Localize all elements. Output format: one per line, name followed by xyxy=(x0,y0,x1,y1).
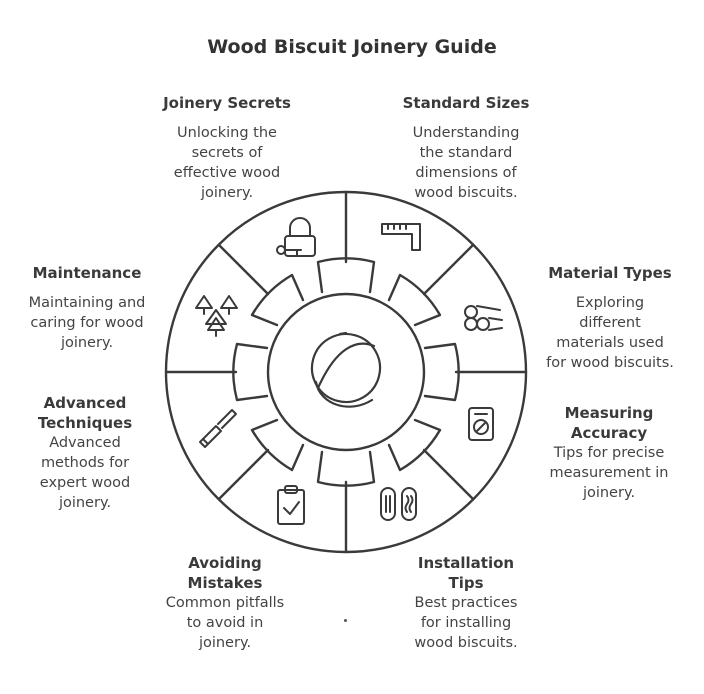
section-standard-sizes: Standard Sizes Understanding the standar… xyxy=(386,93,546,203)
spoke xyxy=(217,448,270,501)
section-description-line: wood biscuits. xyxy=(414,635,518,651)
section-material-types: Material Types Exploring different mater… xyxy=(530,263,690,373)
section-description-line: methods for xyxy=(40,455,130,471)
section-description-line: joinery. xyxy=(582,485,636,501)
ruler-icon xyxy=(381,223,421,251)
chisel-icon xyxy=(199,409,237,448)
section-heading: Material Types xyxy=(548,264,672,282)
section-joinery-secrets: Joinery Secrets Unlocking the secrets of… xyxy=(146,93,308,203)
section-installation-tips: Installation Tips Best practices for ins… xyxy=(396,553,536,653)
tab-connector xyxy=(232,342,269,402)
wood-biscuit-icon xyxy=(310,331,382,408)
spoke xyxy=(422,448,475,501)
key-lock-icon xyxy=(276,217,316,257)
tab-connector xyxy=(423,342,460,402)
stray-dot xyxy=(344,619,347,622)
section-description-line: different xyxy=(579,315,641,331)
section-measuring-accuracy: Measuring Accuracy Tips for precise meas… xyxy=(533,403,685,503)
section-description-line: Maintaining and xyxy=(28,295,146,311)
section-heading: Advanced Techniques xyxy=(37,394,133,432)
section-description-line: to avoid in xyxy=(186,615,264,631)
section-description-line: joinery. xyxy=(58,495,112,511)
section-heading: Avoiding Mistakes xyxy=(187,554,263,592)
section-description-line: dimensions of xyxy=(415,165,517,181)
section-description-line: Tips for precise xyxy=(553,445,665,461)
tab-connector xyxy=(387,273,442,327)
clipboard-check-icon xyxy=(277,485,305,525)
section-heading: Installation Tips xyxy=(417,554,515,592)
section-description-line: Common pitfalls xyxy=(165,595,285,611)
tab-connector xyxy=(250,273,305,327)
section-description-line: joinery. xyxy=(198,635,252,651)
section-description-line: for installing xyxy=(420,615,512,631)
section-advanced-techniques: Advanced Techniques Advanced methods for… xyxy=(18,393,152,513)
section-description-line: expert wood xyxy=(39,475,131,491)
section-description-line: the standard xyxy=(419,145,513,161)
tab-connector xyxy=(387,418,442,472)
measuring-device-icon xyxy=(468,407,494,441)
section-description-line: Unlocking the xyxy=(177,125,277,141)
section-description-line: Understanding xyxy=(412,125,520,141)
section-maintenance: Maintenance Maintaining and caring for w… xyxy=(10,263,164,353)
section-description-line: effective wood xyxy=(173,165,281,181)
logs-icon xyxy=(464,305,503,331)
section-description-line: secrets of xyxy=(191,145,263,161)
spoke xyxy=(217,243,270,296)
inner-hub xyxy=(266,292,426,452)
section-heading: Maintenance xyxy=(32,264,142,282)
diagram-title: Wood Biscuit Joinery Guide xyxy=(207,36,497,58)
tab-connector xyxy=(250,418,305,472)
section-description-line: wood biscuits. xyxy=(414,185,518,201)
trees-icon xyxy=(195,295,238,337)
section-heading: Joinery Secrets xyxy=(163,94,291,112)
section-description-line: caring for wood xyxy=(30,315,144,331)
section-heading: Standard Sizes xyxy=(402,94,530,112)
section-description-line: Best practices xyxy=(414,595,518,611)
section-avoiding-mistakes: Avoiding Mistakes Common pitfalls to avo… xyxy=(150,553,300,653)
section-description-line: Advanced xyxy=(49,435,121,451)
section-description-line: for wood biscuits. xyxy=(546,355,674,371)
spoke xyxy=(422,243,475,296)
section-description-line: measurement in xyxy=(549,465,669,481)
section-heading: Measuring Accuracy xyxy=(564,404,654,442)
tab-connector xyxy=(316,450,376,487)
section-description-line: joinery. xyxy=(60,335,114,351)
tab-connector xyxy=(316,257,376,294)
section-description-line: materials used xyxy=(556,335,664,351)
biscuits-icon xyxy=(380,487,417,521)
section-description-line: Exploring xyxy=(575,295,645,311)
section-description-line: joinery. xyxy=(200,185,254,201)
